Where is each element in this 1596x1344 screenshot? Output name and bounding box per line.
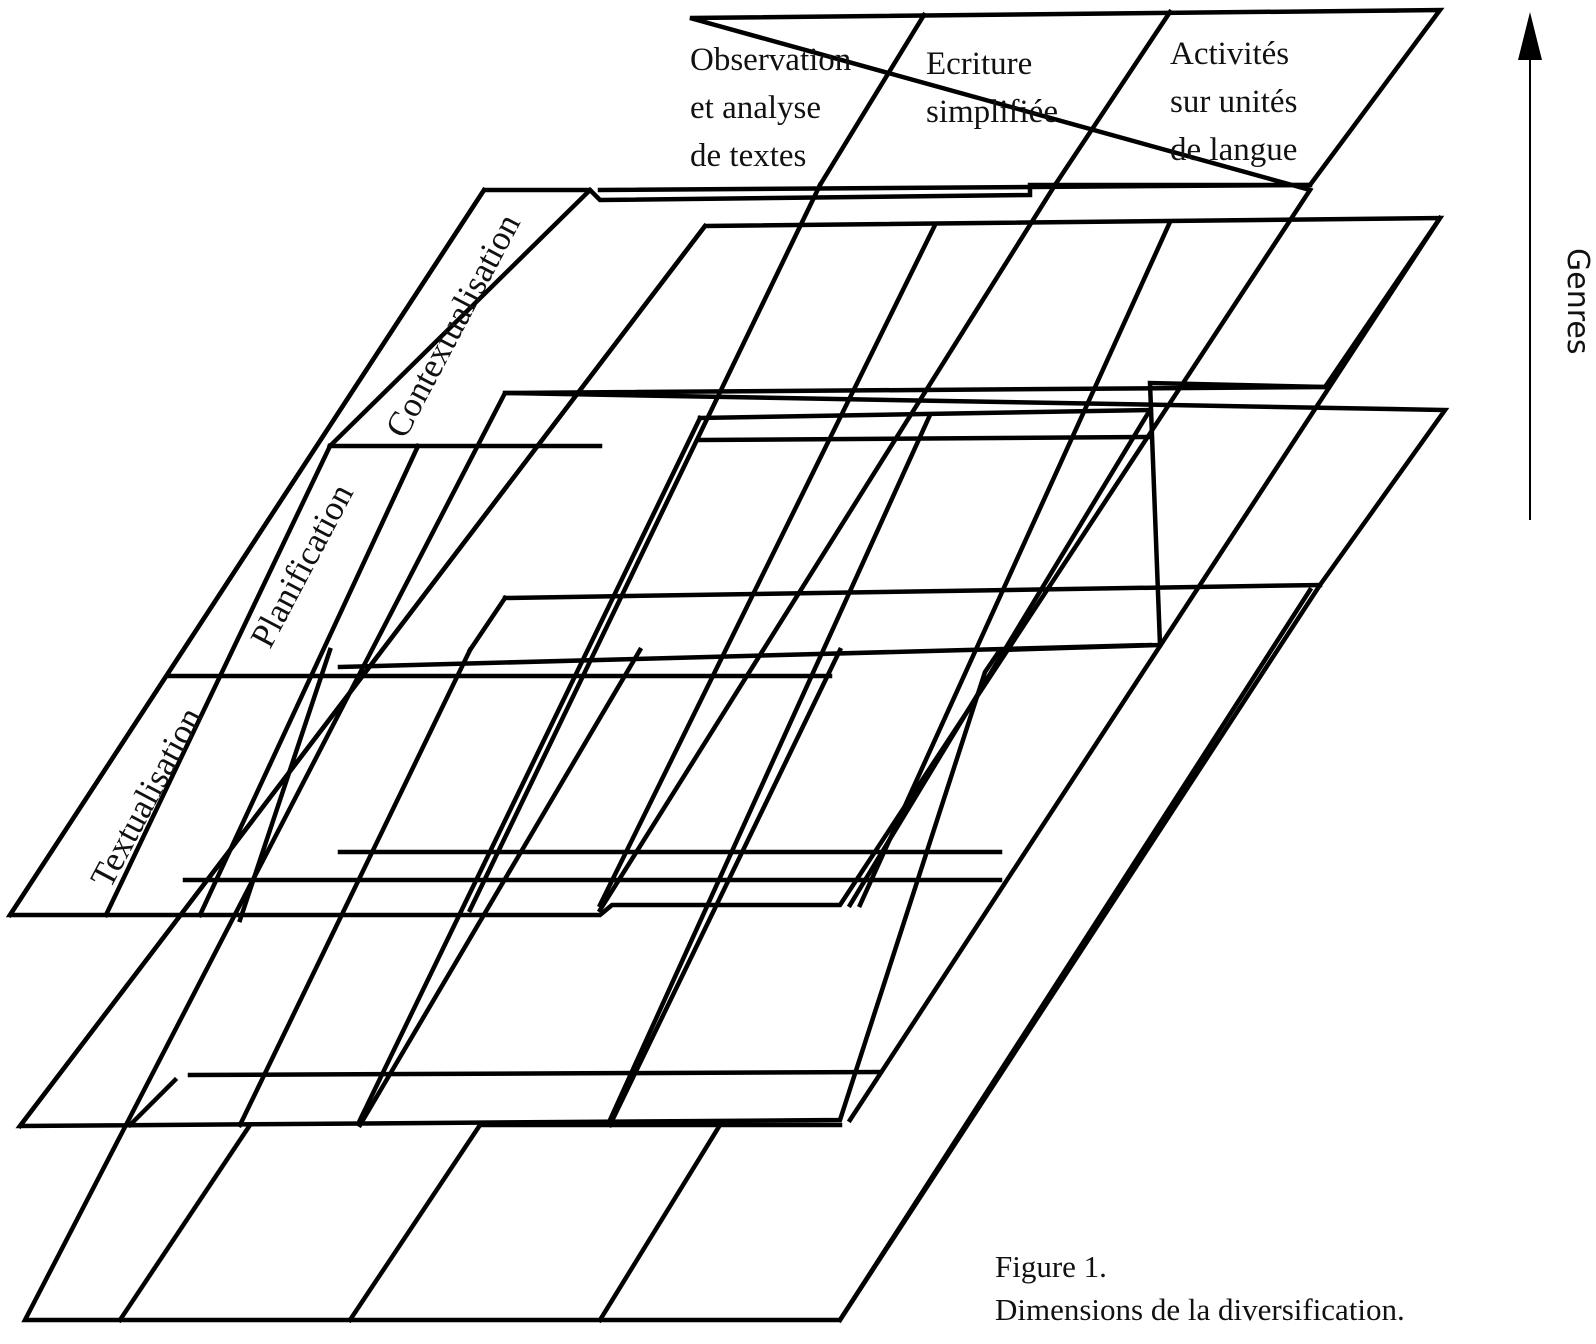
top-layer-grid <box>6 8 1313 919</box>
column-header-observation: Observation et analyse de textes <box>690 42 860 174</box>
figure-title: Dimensions de la diversification. <box>995 1292 1405 1327</box>
figure-number: Figure 1. <box>995 1249 1107 1284</box>
column-header-activites: Activités sur unités de langue <box>1170 36 1306 168</box>
bottom-layer-grid <box>116 384 1328 1324</box>
row-header-textualisation: Textualisation <box>83 701 210 894</box>
genres-axis-arrow <box>1518 12 1542 520</box>
column-header-ecriture: Ecriture simplifiée <box>926 46 1058 130</box>
middle-layer-grid <box>16 214 1444 1130</box>
middle-layer-frame <box>15 215 1445 1129</box>
bottom-layer-frame <box>21 390 1450 1323</box>
genres-axis-label: Genres <box>1560 248 1595 354</box>
row-header-contextualisation: Contextualisation <box>378 207 528 443</box>
figure-caption: Figure 1. Dimensions de la diversificati… <box>995 1249 1405 1327</box>
